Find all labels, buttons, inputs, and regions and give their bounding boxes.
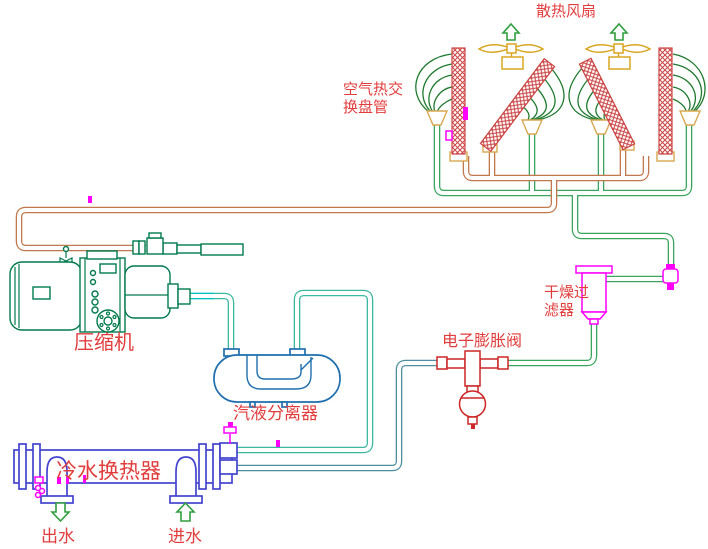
fan-assembly-1 <box>477 22 545 70</box>
vapor-liquid-separator <box>213 348 341 408</box>
air-coil-label-line1: 空气热交 <box>343 80 403 98</box>
airflow-up-arrow <box>501 22 521 41</box>
airflow-arcs <box>415 53 706 121</box>
funnel-fitting <box>520 119 544 135</box>
outlet-nozzle-box <box>219 442 238 459</box>
fan-label: 散热风扇 <box>536 3 596 20</box>
water-out-label: 出水 <box>41 527 75 546</box>
labels: 散热风扇 空气热交 换盘管 压缩机 汽液分离器 干燥过 滤器 电子膨胀阀 冷水换… <box>41 3 596 546</box>
coil-tag <box>463 107 468 120</box>
separator-label: 汽液分离器 <box>233 404 318 423</box>
coil-headers <box>425 110 702 162</box>
expansion-valve-label: 电子膨胀阀 <box>442 332 522 350</box>
condenser-coils <box>445 47 673 155</box>
water-in-arrow <box>175 501 196 522</box>
air-coil-label-line2: 换盘管 <box>343 98 388 116</box>
drying-filter <box>575 265 613 325</box>
water-out-arrow <box>50 502 71 523</box>
compressor <box>9 232 244 333</box>
heat-exchanger-fittings <box>34 422 280 499</box>
filter-label-line2: 滤器 <box>544 302 574 319</box>
funnel-fitting <box>589 119 613 135</box>
pipe-marker <box>88 196 92 203</box>
fan-assembly-2 <box>584 22 652 70</box>
electronic-expansion-valve <box>436 350 509 429</box>
water-inlet-nozzle <box>175 456 197 498</box>
sight-glass <box>662 264 679 290</box>
fan-motor <box>501 56 524 70</box>
liquid-line-pipe <box>433 124 693 367</box>
funnel-fitting <box>678 110 702 126</box>
water-heat-exchanger <box>13 442 238 504</box>
fan-motor <box>608 56 631 70</box>
chiller-label: 冷水换热器 <box>56 460 161 483</box>
shaft-coupling <box>177 288 191 305</box>
discharge-pipe <box>15 148 650 252</box>
airflow-up-arrow <box>609 22 629 41</box>
water-in-label: 进水 <box>168 527 202 546</box>
inlet-nozzle-box <box>219 459 238 475</box>
coil-tag <box>445 130 453 141</box>
compressor-label: 压缩机 <box>74 331 134 354</box>
expansion-outlet-pipe <box>237 359 438 472</box>
discharge-valve <box>146 237 164 255</box>
funnel-fitting <box>425 110 449 126</box>
filter-label-line1: 干燥过 <box>544 284 589 301</box>
